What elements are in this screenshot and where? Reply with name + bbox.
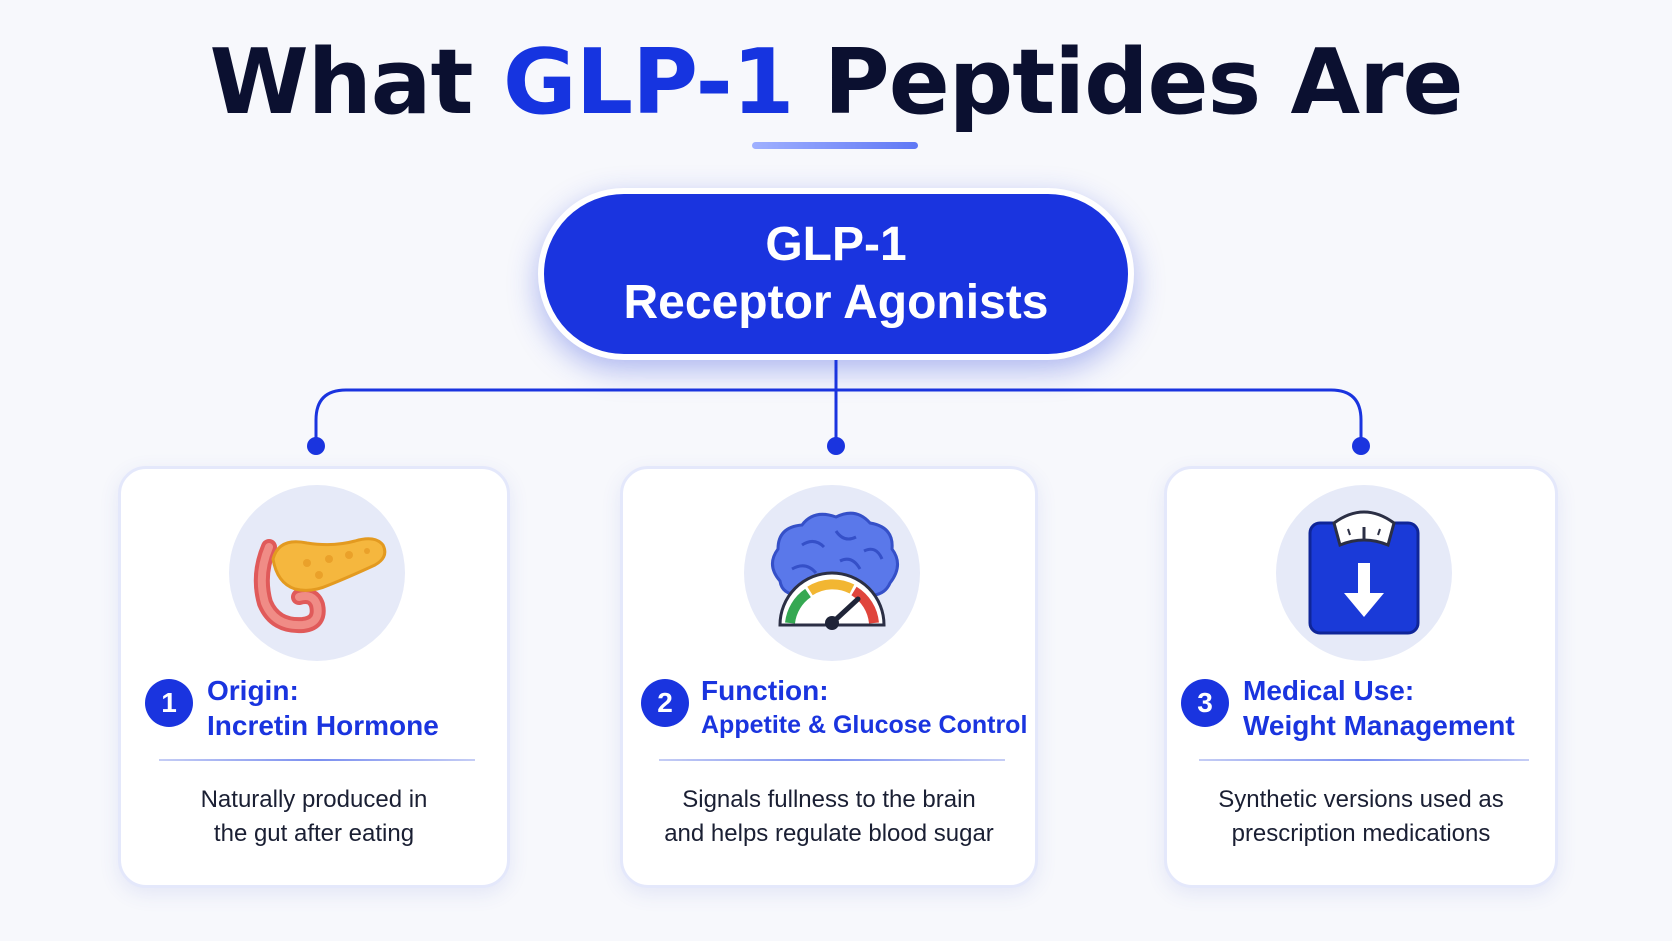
center-line-1: GLP-1 xyxy=(765,218,907,271)
card-3-desc-line-2: prescription medications xyxy=(1231,820,1491,847)
card-2-heading-line-2: Appetite & Glucose Control xyxy=(701,711,1028,739)
card-2-desc-line-1: Signals fullness to the brain xyxy=(682,786,976,813)
card-3-heading: Medical Use: Weight Management xyxy=(1243,673,1515,743)
card-3-heading-line-2: Weight Management xyxy=(1243,710,1515,741)
card-3-description: Synthetic versions used as prescription … xyxy=(1167,783,1555,851)
scale-down-icon xyxy=(1276,485,1452,661)
card-origin: 1 Origin: Incretin Hormone Naturally pro… xyxy=(118,466,510,888)
card-function: 2 Function: Appetite & Glucose Control S… xyxy=(620,466,1038,888)
card-2-heading-line-1: Function: xyxy=(701,675,829,706)
card-1-desc-line-2: the gut after eating xyxy=(213,820,415,847)
card-2-description: Signals fullness to the brain and helps … xyxy=(623,783,1035,851)
step-number-2: 2 xyxy=(641,679,689,727)
card-3-divider xyxy=(1199,759,1529,761)
connector-dot-2 xyxy=(827,437,845,455)
card-2-divider xyxy=(659,759,1005,761)
card-1-heading-line-1: Origin: xyxy=(207,675,299,706)
title-underline xyxy=(752,142,918,149)
pancreas-icon xyxy=(229,485,405,661)
step-number-1: 1 xyxy=(145,679,193,727)
card-1-heading-line-2: Incretin Hormone xyxy=(207,710,439,741)
card-3-heading-line-1: Medical Use: xyxy=(1243,675,1415,706)
card-3-desc-line-1: Synthetic versions used as xyxy=(1218,786,1504,813)
center-node: GLP-1 Receptor Agonists xyxy=(538,188,1134,360)
card-2-heading: Function: Appetite & Glucose Control xyxy=(701,673,1027,743)
card-1-divider xyxy=(159,759,475,761)
card-medical-use: 3 Medical Use: Weight Management Synthet… xyxy=(1164,466,1558,888)
connector-dot-3 xyxy=(1352,437,1370,455)
card-2-desc-line-2: and helps regulate blood sugar xyxy=(664,820,994,847)
card-1-desc-line-1: Naturally produced in xyxy=(200,786,428,813)
connector-dot-1 xyxy=(307,437,325,455)
center-line-2: Receptor Agonists xyxy=(623,276,1049,329)
step-number-3: 3 xyxy=(1181,679,1229,727)
title-prefix: What xyxy=(209,30,503,135)
page-title: What GLP-1 Peptides Are xyxy=(0,28,1672,138)
card-1-description: Naturally produced in the gut after eati… xyxy=(121,783,507,851)
title-accent: GLP-1 xyxy=(502,30,795,135)
brain-gauge-icon xyxy=(744,485,920,661)
card-1-heading: Origin: Incretin Hormone xyxy=(207,673,439,743)
title-suffix: Peptides Are xyxy=(793,30,1464,135)
